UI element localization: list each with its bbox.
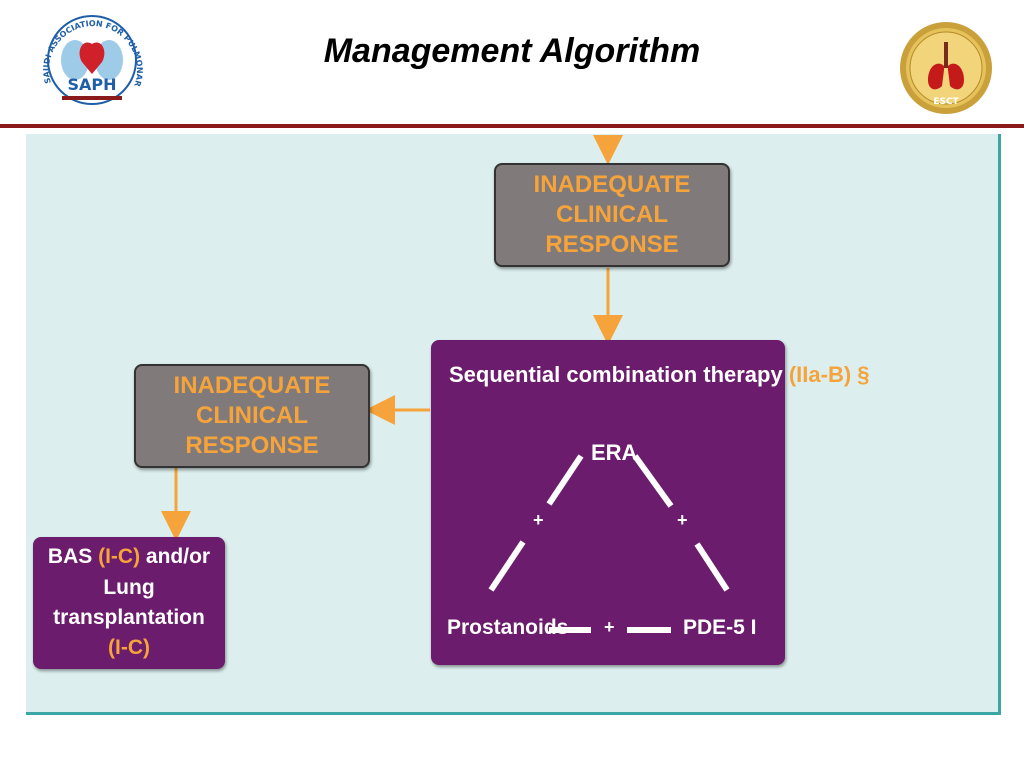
saph-logo: SAUDI ASSOCIATION FOR PULMONARY HYPERTEN… <box>26 1 154 108</box>
saph-abbrev: SAPH <box>67 75 116 94</box>
top-response-line2: RESPONSE <box>545 231 679 258</box>
plus-bottom: + <box>604 617 615 637</box>
bas-text: BAS <box>47 545 99 569</box>
bas-transplant-box: BAS (I-C) and/or Lung transplantation (I… <box>33 537 225 669</box>
top-inadequate-response-box: INADEQUATE CLINICAL RESPONSE <box>494 163 730 267</box>
combo-heading: Sequential combination therapy (IIa-B) § <box>449 362 870 388</box>
header-divider <box>0 124 1024 128</box>
triangle-right-upper-dash <box>632 454 674 508</box>
left-response-line2: RESPONSE <box>185 432 319 459</box>
left-inadequate-response-box: INADEQUATE CLINICAL RESPONSE <box>134 364 370 468</box>
drug-triangle <box>488 454 730 633</box>
prostanoids-label: Prostanoids <box>447 616 569 639</box>
top-response-line1: INADEQUATE CLINICAL <box>533 171 691 228</box>
plus-left: + <box>533 510 544 530</box>
combination-therapy-box: Sequential combination therapy (IIa-B) §… <box>431 340 870 665</box>
triangle-left-upper-dash <box>546 454 584 506</box>
esct-abbrev: ESCT <box>933 97 959 107</box>
triangle-right-lower-dash <box>694 542 730 592</box>
slide-header: SAUDI ASSOCIATION FOR PULMONARY HYPERTEN… <box>0 0 1024 125</box>
and-or-text: and/or <box>140 545 211 569</box>
era-label: ERA <box>591 440 638 465</box>
bas-class: (I-C) <box>98 545 141 569</box>
bas-line: BAS (I-C) and/or <box>33 542 225 572</box>
left-response-line1: INADEQUATE CLINICAL <box>173 372 331 429</box>
triangle-left-lower-dash <box>488 540 526 592</box>
lung-transplant-text: Lung transplantation <box>53 575 205 629</box>
plus-right: + <box>677 510 688 530</box>
lung-transplant-class: (I-C) <box>108 636 150 660</box>
page-title: Management Algorithm <box>323 32 701 70</box>
pde5-label: PDE-5 I <box>683 616 757 639</box>
esct-logo: ESCT <box>898 20 994 116</box>
combo-heading-class: (IIa-B) § <box>788 362 870 387</box>
combo-heading-text: Sequential combination therapy <box>449 362 789 387</box>
